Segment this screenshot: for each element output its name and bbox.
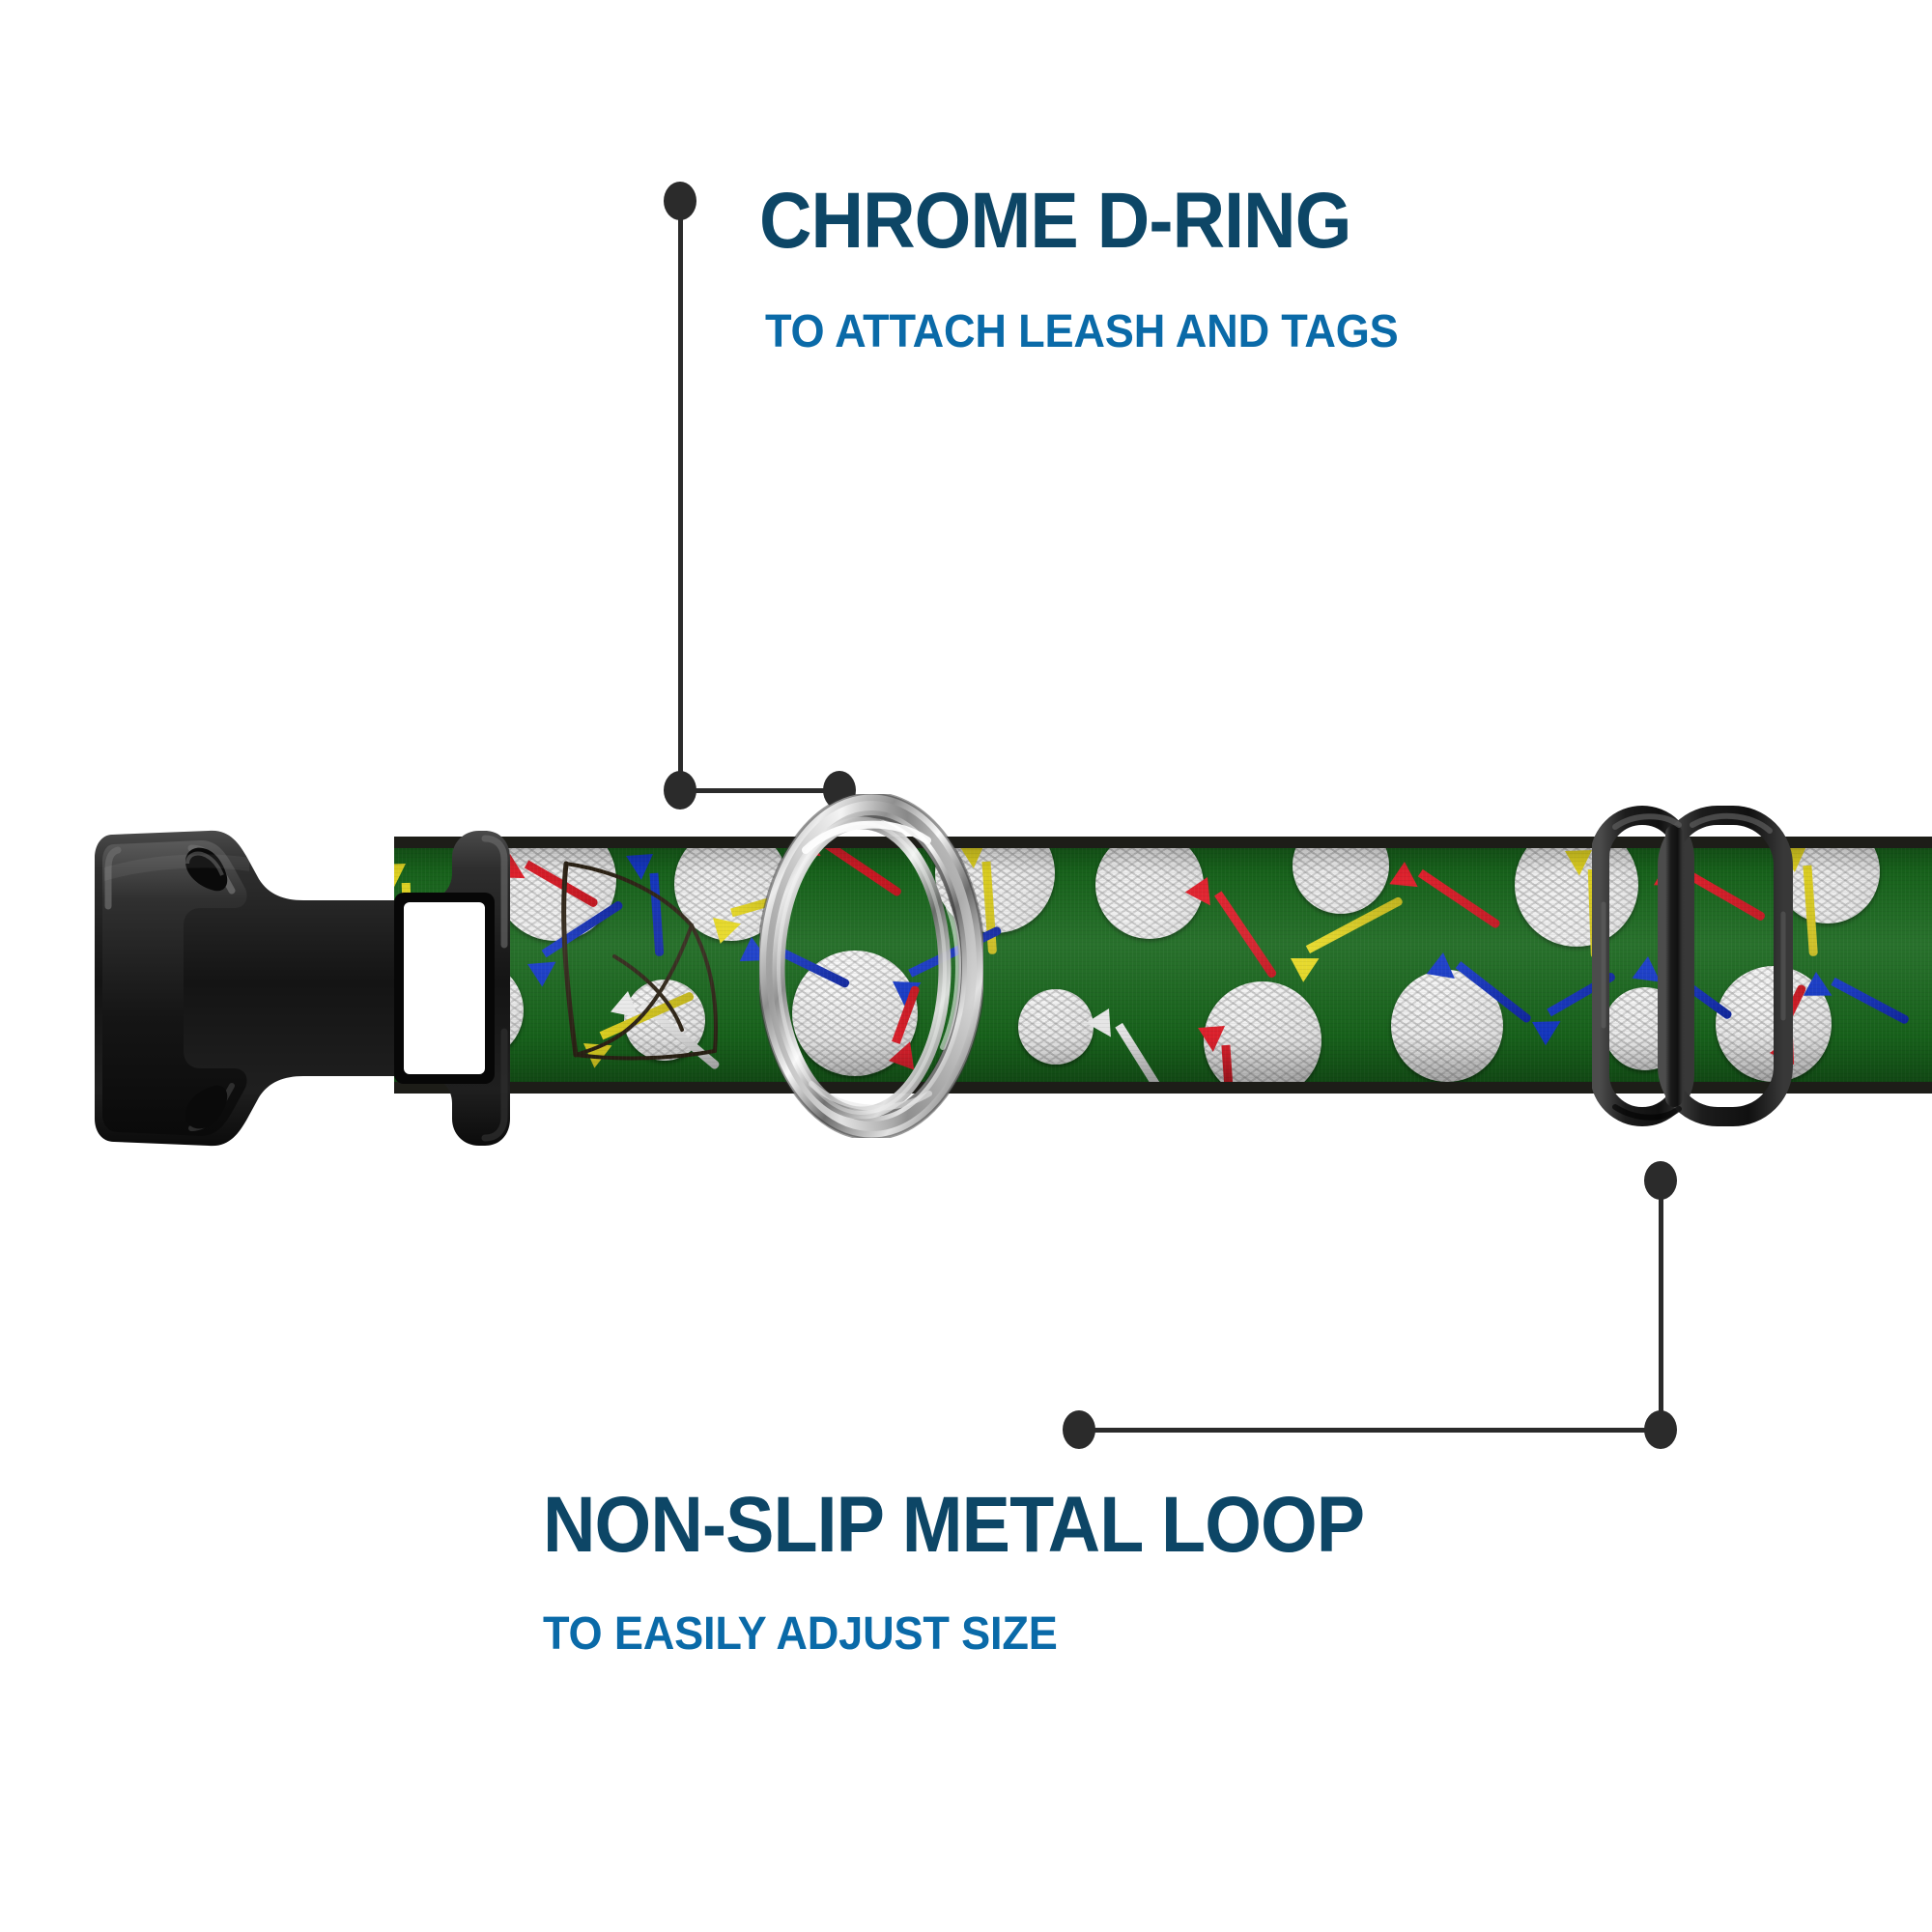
golf-ball [1293, 837, 1389, 914]
callout-title-chrome-d-ring: CHROME D-RING [759, 177, 1351, 265]
strap-edge-top [394, 837, 1932, 848]
golf-ball [1018, 989, 1094, 1065]
stitching-thread [561, 861, 718, 1061]
d-ring [756, 791, 986, 1141]
slider-loop [1590, 798, 1795, 1134]
leader-line-bottom-horizontal [1079, 1428, 1661, 1433]
callout-subtitle-chrome-d-ring: TO ATTACH LEASH AND TAGS [765, 306, 1399, 357]
callout-title-non-slip-metal-loop: NON-SLIP METAL LOOP [543, 1481, 1365, 1569]
leader-line-top-horizontal [680, 788, 837, 793]
side-release-buckle [85, 800, 529, 1177]
leader-line-top-vertical [678, 201, 683, 795]
leader-line-bottom-vertical [1659, 1180, 1663, 1424]
golf-ball [1095, 837, 1204, 939]
callout-subtitle-non-slip-metal-loop: TO EASILY ADJUST SIZE [543, 1608, 1058, 1660]
strap-edge-bottom [394, 1082, 1932, 1094]
leader-dot-bottom-end [1063, 1410, 1095, 1449]
golf-ball [1515, 837, 1638, 947]
